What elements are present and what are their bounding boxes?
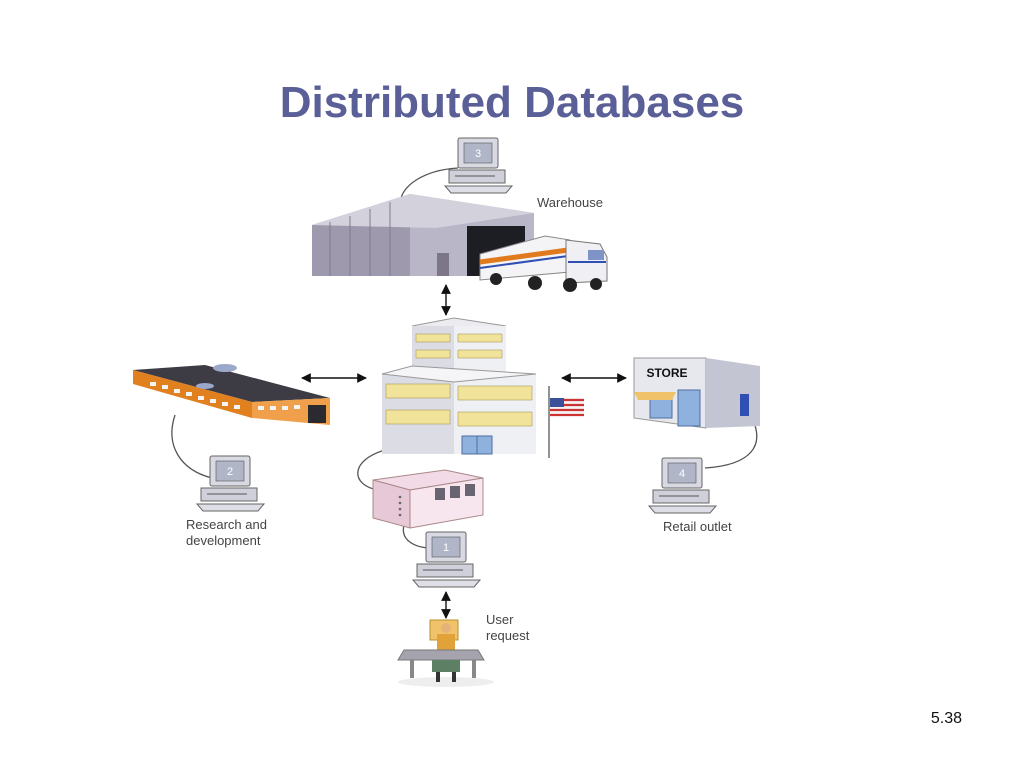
research-label-line2: development <box>186 533 261 548</box>
warehouse-label: Warehouse <box>537 195 603 210</box>
computer-2-number: 2 <box>227 466 233 478</box>
truck-icon <box>479 235 608 292</box>
store-building-icon <box>633 357 760 429</box>
computer-3: 3 <box>443 137 514 194</box>
user-at-desk-icon <box>397 619 494 687</box>
slide-number: 5.38 <box>930 710 962 727</box>
user-request-label-line1: User <box>486 612 514 627</box>
connection-arrows <box>301 284 627 619</box>
headquarters-building-icon <box>381 317 584 458</box>
computer-2: 2 <box>195 455 266 512</box>
computer-1: 1 <box>411 531 482 588</box>
database-server-icon <box>372 469 484 529</box>
store-sign: STORE <box>646 366 687 380</box>
computer-4-number: 4 <box>679 468 685 480</box>
computer-4: 4 <box>647 457 718 514</box>
retail-outlet-label: Retail outlet <box>663 519 732 534</box>
computer-1-number: 1 <box>443 542 449 554</box>
user-request-label-line2: request <box>486 628 530 643</box>
computer-3-number: 3 <box>475 148 481 160</box>
research-label-line1: Research and <box>186 517 267 532</box>
research-facility-icon <box>133 364 330 425</box>
slide-title: Distributed Databases <box>279 78 745 127</box>
